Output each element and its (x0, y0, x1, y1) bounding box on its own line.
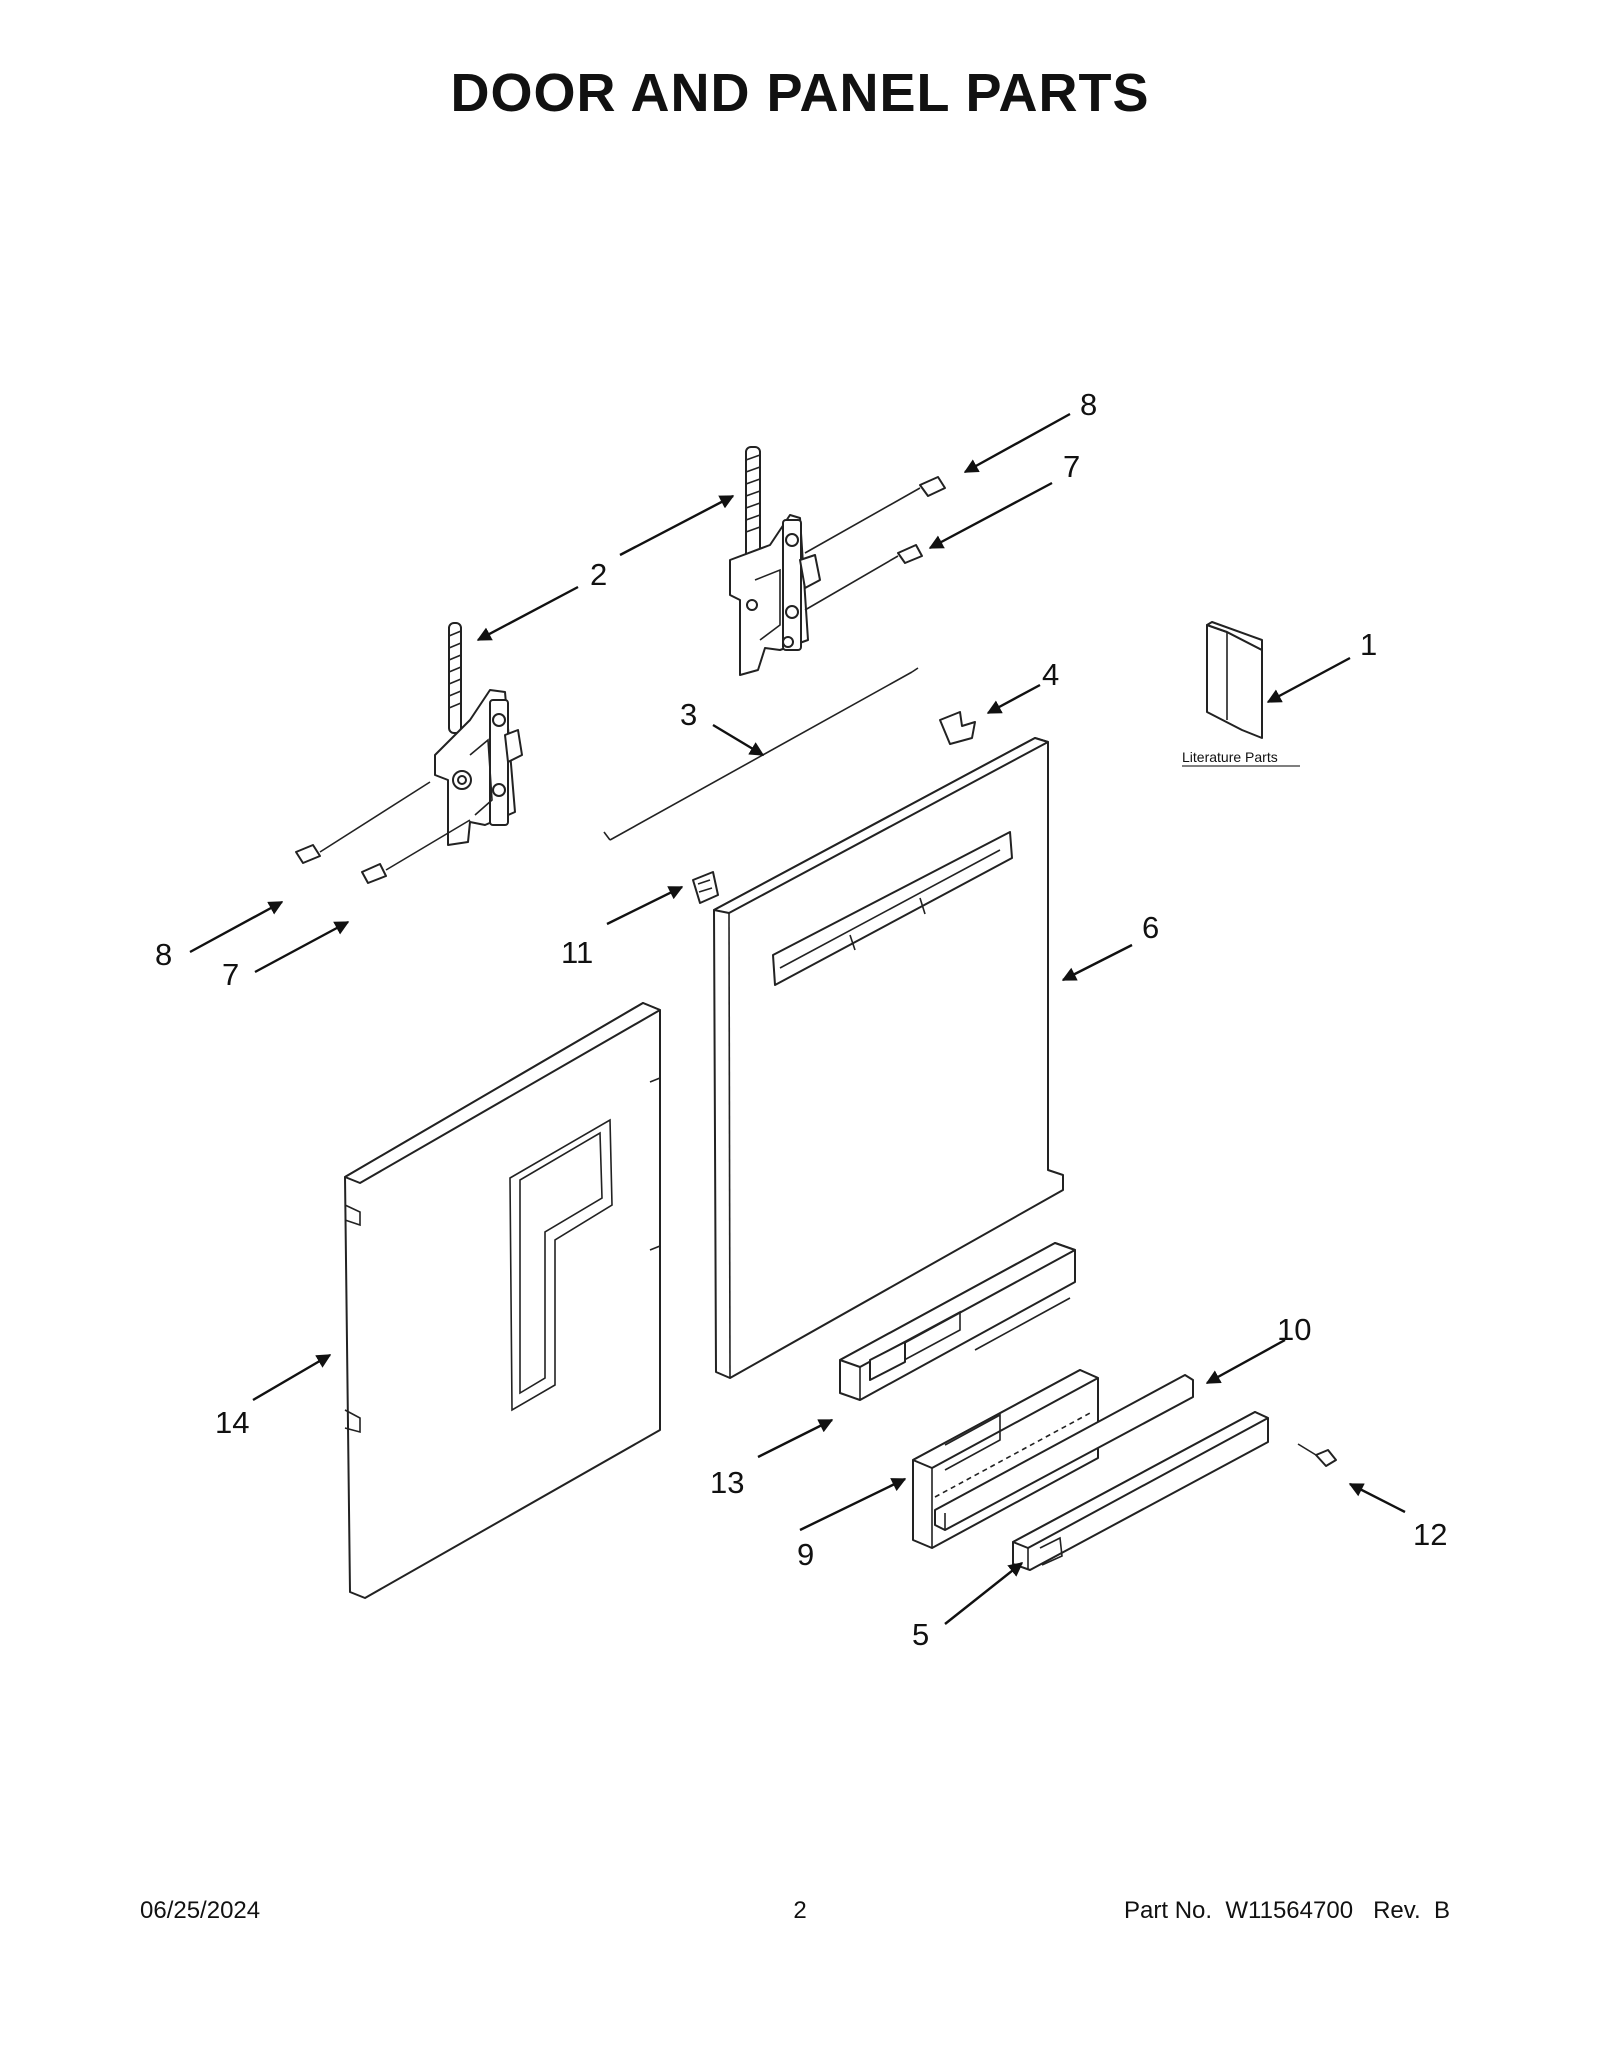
callout-8-left: 8 (155, 937, 172, 972)
callout-3: 3 (680, 697, 697, 732)
page-title: DOOR AND PANEL PARTS (450, 63, 1150, 123)
hinge-right (729, 446, 821, 676)
callout-12: 12 (1413, 1517, 1447, 1552)
callout-14: 14 (215, 1405, 249, 1440)
callout-13: 13 (710, 1465, 744, 1500)
callout-8-right: 8 (1080, 387, 1097, 422)
callout-2: 2 (590, 557, 607, 592)
callout-1: 1 (1360, 627, 1377, 662)
footer-page-number: 2 (793, 1897, 807, 1924)
door-rod (603, 667, 919, 841)
callout-4: 4 (1042, 657, 1059, 692)
footer-date: 06/25/2024 (140, 1897, 261, 1924)
door-bracket (692, 871, 719, 904)
literature-parts-label: Literature Parts (1182, 749, 1278, 765)
screw-8-right (804, 476, 946, 554)
callout-11: 11 (561, 935, 593, 970)
upper-trim-block (839, 1242, 1076, 1401)
rev-value: B (1433, 1897, 1450, 1924)
footer-part-number: Part No. W11564700 Rev. B (1124, 1897, 1450, 1925)
leader-arrows (189, 412, 1406, 1625)
callout-6: 6 (1142, 910, 1159, 945)
screw-7-right (804, 544, 923, 611)
outer-door-panel (713, 737, 1064, 1379)
part-number: W11564700 (1225, 1897, 1354, 1924)
screw-7-left (361, 819, 471, 884)
screw-8-left (295, 781, 431, 864)
callout-9: 9 (797, 1537, 814, 1572)
callout-10: 10 (1277, 1312, 1311, 1347)
literature-parts-booklet: Literature Parts (1182, 621, 1300, 767)
hinge-left (434, 622, 523, 846)
callout-7-left: 7 (222, 957, 239, 992)
part-prefix: Part No. (1124, 1897, 1213, 1924)
callout-7-right: 7 (1063, 449, 1080, 484)
screw-12 (1297, 1443, 1337, 1467)
toe-kick (1012, 1411, 1269, 1571)
inner-door-panel (344, 1002, 661, 1599)
rev-prefix: Rev. (1373, 1897, 1421, 1924)
door-clip (939, 711, 976, 745)
lower-strip (934, 1374, 1194, 1531)
callout-5: 5 (912, 1617, 929, 1652)
